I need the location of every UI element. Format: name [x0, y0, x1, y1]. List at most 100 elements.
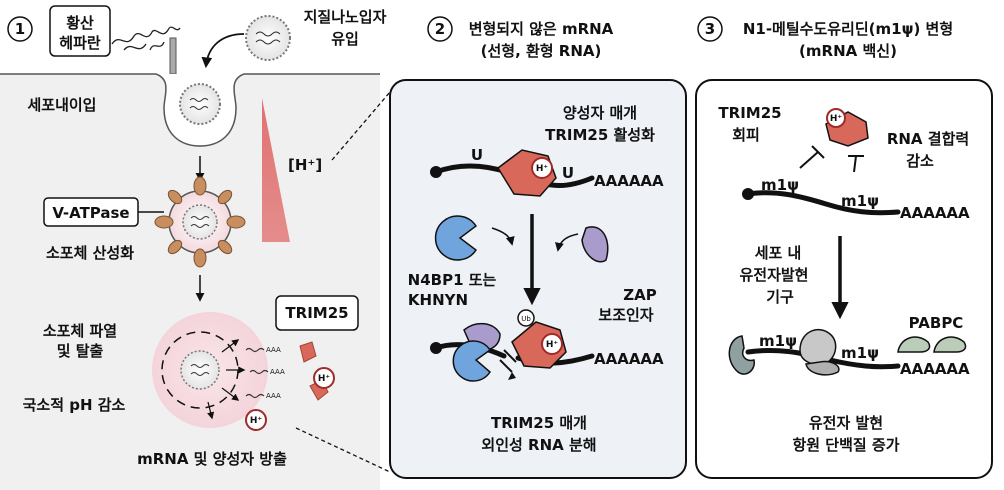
- proton-concentration-label: [H⁺]: [288, 156, 322, 174]
- poly-a-tail-top: AAAAAA: [594, 172, 664, 190]
- m1psi-label-1: m1ψ: [761, 176, 799, 194]
- ribosome-small-subunit-icon: [805, 360, 840, 376]
- panel-2-title-2: (선형, 환형 RNA): [481, 42, 602, 60]
- svg-text:H⁺: H⁺: [830, 114, 843, 124]
- outcome-label-1: 유전자 발현: [809, 414, 883, 432]
- panel-3-modified-mrna: 3 N1-메틸수도유리딘(m1ψ) 변형 (mRNA 백신) TRIM25 회피…: [695, 16, 993, 479]
- pabpc-label: PABPC: [909, 314, 964, 332]
- uridine-label-1: U: [471, 146, 483, 164]
- lnp-particle-endocytosed: [179, 83, 221, 125]
- uridine-label-2: U: [562, 164, 574, 182]
- outcome-label-2: 항원 단백질 증가: [792, 436, 899, 454]
- endocytosis-label: 세포내이입: [27, 96, 96, 114]
- n4bp1-label-1: N4BP1 또는: [408, 271, 497, 289]
- heparan-label-2: 헤파란: [59, 34, 101, 52]
- panel-2-number-badge: [427, 16, 453, 42]
- mrna-5prime-cap: [430, 166, 442, 178]
- zap-label-1: ZAP: [623, 286, 656, 304]
- membrane-receptor: [169, 37, 177, 75]
- proton-gradient-wedge: [262, 98, 290, 242]
- zap-cofactor-protein-icon: [581, 226, 609, 263]
- ribosome-large-subunit-icon: [799, 329, 837, 366]
- proton-icon-top: H⁺: [531, 157, 553, 179]
- heparan-label-1: 황산: [66, 14, 94, 32]
- acidifying-endosome: [154, 176, 246, 268]
- pabpc-protein-1-icon: [897, 336, 931, 353]
- panel-1-number: 1: [15, 20, 25, 38]
- cleavage-pointer-icon: [508, 372, 516, 380]
- zoom-line-bottom: [295, 427, 391, 473]
- panel-1-endosome: 1 황산 헤파란 지질나노입자 유입 세포내이입 [H⁺]: [0, 5, 391, 490]
- lnp-entry-label-2: 유입: [331, 30, 359, 48]
- poly-a-tail-1: AAA: [266, 346, 281, 354]
- pabpc-protein-2-icon: [933, 336, 967, 353]
- trim25-evasion-label-2: 회피: [732, 126, 760, 144]
- n4bp1-khnyn-protein-icon: [434, 215, 478, 261]
- n4bp1-recruit-arrow: [491, 227, 515, 246]
- machinery-label-3: 기구: [766, 288, 794, 306]
- panel-2-number: 2: [435, 20, 445, 38]
- proton-icon-panel3: H⁺: [826, 108, 846, 128]
- acidification-label: 소포체 산성화: [46, 244, 134, 262]
- mrna-5prime-cap-bottom: [430, 342, 442, 354]
- rupture-label-2: 및 탈출: [57, 342, 104, 360]
- rupture-label-1: 소포체 파열: [43, 322, 117, 340]
- lnp-entry-label-1: 지질나노입자: [304, 8, 387, 26]
- heparan-sulfate-chains-icon: [111, 26, 181, 51]
- trim25-protein-1-icon: [299, 341, 317, 363]
- poly-a-tail-2: AAA: [270, 368, 285, 376]
- proton-icon-bottom: H⁺: [541, 333, 563, 355]
- ubiquitin-icon: Ub: [517, 309, 535, 327]
- svg-text:H⁺: H⁺: [536, 164, 549, 174]
- cap-binding-protein-icon: [728, 335, 755, 375]
- zoom-line-top: [331, 91, 391, 161]
- modified-mrna-strand-top: [745, 190, 901, 216]
- decay-label-1: TRIM25 매개: [491, 414, 587, 432]
- proton-icon-2: H⁺: [245, 409, 267, 431]
- svg-text:H⁺: H⁺: [250, 416, 263, 426]
- binding-reduction-label-2: 감소: [906, 152, 934, 170]
- trim25-label: TRIM25: [285, 304, 348, 322]
- panel-2-unmodified-mrna: 2 변형되지 않은 mRNA (선형, 환형 RNA) 양성자 매개 TRIM2…: [389, 16, 687, 479]
- trim25-activation-label-1: 양성자 매개: [563, 104, 637, 122]
- mrna-5prime-cap-panel3: [742, 188, 754, 200]
- degradation-complex-n4bp1-icon: [452, 340, 492, 382]
- panel-3-frame: [695, 79, 993, 479]
- zap-recruit-arrow: [555, 233, 579, 252]
- proton-icon-1: H⁺: [313, 367, 335, 389]
- inhibition-bar-2-icon: [848, 155, 864, 173]
- poly-a-tail-panel3-bottom: AAAAAA: [900, 360, 970, 378]
- panel-1-number-badge: [7, 16, 33, 42]
- panel-3-title-2: (mRNA 백신): [799, 42, 897, 60]
- poly-a-tail-panel3-top: AAAAAA: [900, 204, 970, 222]
- panel-3-title-1: N1-메틸수도유리딘(m1ψ) 변형: [743, 20, 953, 38]
- entry-arrow: [201, 33, 245, 69]
- released-mrna-strands: [245, 347, 269, 399]
- inhibition-bar-1-icon: [799, 145, 825, 169]
- trim25-activation-label-2: TRIM25 활성화: [545, 126, 655, 144]
- svg-text:H⁺: H⁺: [318, 374, 331, 384]
- cleavage-mark-icon: [499, 349, 517, 373]
- m1psi-label-4: m1ψ: [841, 344, 879, 362]
- m1psi-label-2: m1ψ: [841, 192, 879, 210]
- panel-3-number-badge: [697, 16, 723, 42]
- m1psi-label-3: m1ψ: [759, 332, 797, 350]
- release-label: mRNA 및 양성자 방출: [137, 450, 287, 468]
- v-atpase-label: V-ATPase: [52, 204, 129, 222]
- binding-reduction-label-1: RNA 결합력: [887, 130, 969, 148]
- machinery-label-1: 세포 내: [755, 244, 802, 262]
- heparan-sulfate-box: [49, 5, 111, 57]
- poly-a-tail-bottom: AAAAAA: [594, 350, 664, 368]
- trim25-box: [275, 295, 359, 331]
- poly-a-tail-3: AAA: [266, 392, 281, 400]
- svg-text:H⁺: H⁺: [546, 340, 559, 350]
- v-atpase-pumps: [154, 176, 246, 268]
- machinery-label-2: 유전자발현: [739, 266, 808, 284]
- decay-label-2: 외인성 RNA 분해: [481, 436, 596, 454]
- local-ph-label: 국소적 pH 감소: [23, 396, 126, 414]
- panel-2-title-1: 변형되지 않은 mRNA: [469, 20, 614, 38]
- svg-text:Ub: Ub: [521, 315, 531, 323]
- ruptured-endosome: [152, 312, 268, 428]
